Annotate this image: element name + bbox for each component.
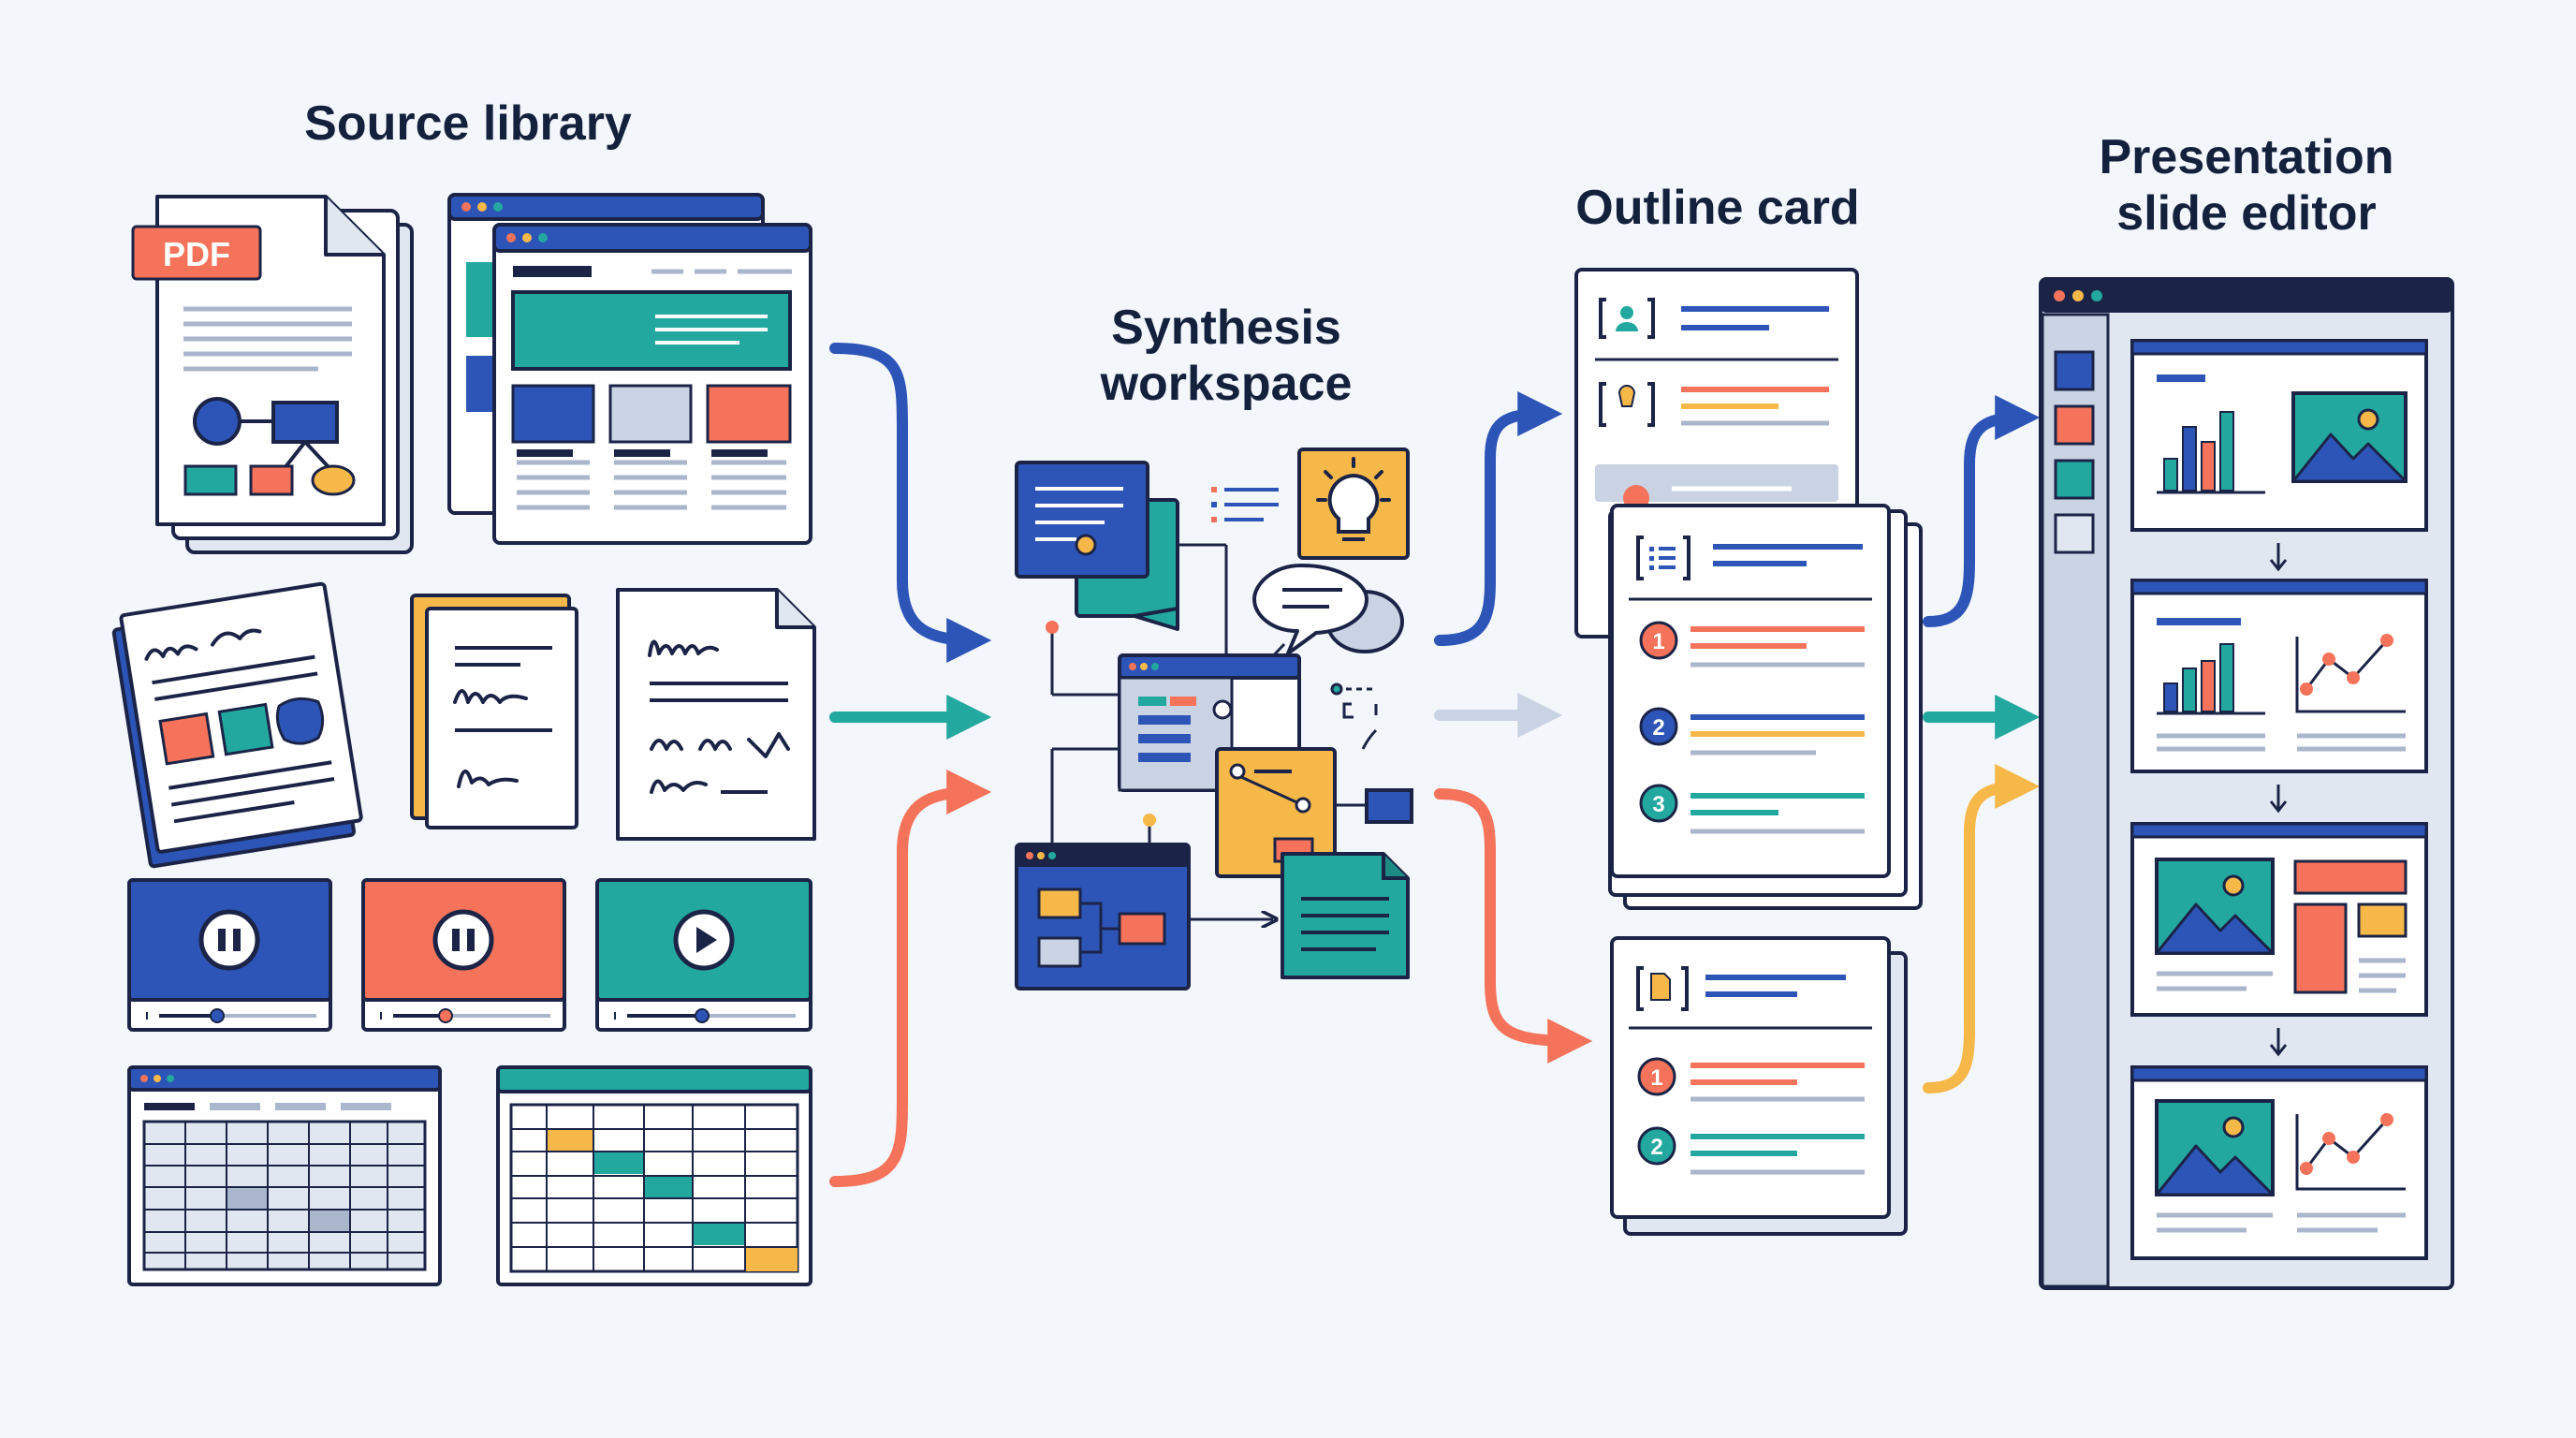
lightbulb-icon <box>1297 448 1410 560</box>
bar-chart-icon <box>2157 374 2265 494</box>
outline-number-3: 3 <box>1652 792 1664 817</box>
presentation-heading-line2: slide editor <box>2116 186 2377 241</box>
synthesis-workspace-heading: Synthesis workspace <box>1039 300 1413 412</box>
flow-arrow-icon <box>1923 395 2041 1093</box>
landscape-image-icon <box>2155 858 2275 955</box>
down-arrow-icon <box>2269 1028 2288 1057</box>
down-arrow-icon <box>2269 785 2288 814</box>
synthesis-heading-line1: Synthesis <box>1111 301 1341 355</box>
synthesis-heading-line2: workspace <box>1100 357 1353 411</box>
outline-card: 1 2 3 1 <box>1574 268 1923 1236</box>
source-library-heading: Source library <box>304 96 632 151</box>
spreadsheet-icon <box>127 1065 812 1286</box>
synthesis-workspace-cluster <box>1015 448 1413 990</box>
outline-number-1: 1 <box>1652 629 1664 654</box>
flow-arrow-icon <box>829 343 992 1187</box>
bar-chart-icon <box>2157 643 2265 715</box>
outline-number-2: 2 <box>1652 715 1664 741</box>
pdf-label: PDF <box>163 235 230 273</box>
presentation-slide-editor-heading: Presentation slide editor <box>2050 129 2443 242</box>
outline-number-4: 1 <box>1650 1065 1662 1091</box>
chat-bubble-icon <box>1252 564 1404 655</box>
outline-card-heading: Outline card <box>1575 181 1860 235</box>
presentation-heading-line1: Presentation <box>2099 130 2394 184</box>
handwritten-note-icon <box>111 581 816 869</box>
line-chart-icon <box>2295 1113 2406 1191</box>
line-chart-icon <box>2295 634 2406 713</box>
outline-number-5: 2 <box>1650 1135 1662 1160</box>
landscape-image-icon <box>2155 1099 2275 1196</box>
flow-arrow-icon <box>1434 391 1593 1064</box>
pdf-document-icon: PDF <box>131 195 414 554</box>
presentation-editor-window <box>2039 277 2454 1290</box>
browser-window-icon <box>447 193 812 545</box>
landscape-image-icon <box>2291 391 2408 483</box>
video-player-icon <box>127 878 812 1032</box>
down-arrow-icon <box>2269 543 2288 572</box>
